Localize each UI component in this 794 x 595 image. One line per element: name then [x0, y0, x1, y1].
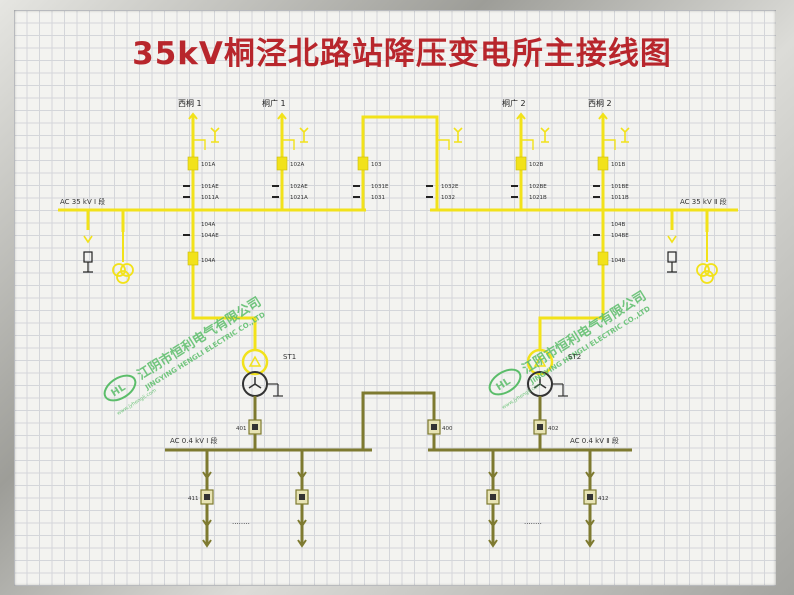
tag-1011B: 1011B — [611, 195, 629, 201]
transformer-st2[interactable] — [526, 348, 568, 397]
bus-label-hv2: AC 35 kV Ⅱ 段 — [680, 197, 727, 206]
breaker-101B[interactable] — [597, 156, 609, 171]
labels: 西桐 1 桐广 1 桐广 2 西桐 2 AC 35 kV Ⅰ 段 AC 35 k… — [60, 98, 727, 526]
tag-400: 400 — [442, 426, 453, 432]
tag-1021B: 1021B — [529, 195, 547, 201]
tag-104BE: 104BE — [611, 233, 629, 239]
tag-104A: 104A — [201, 258, 215, 264]
tag-1032: 1032 — [441, 195, 455, 201]
transformer-st1[interactable] — [241, 348, 283, 397]
watermark-right: HL 江阴市恒利电气有限公司 JINGYING HENGLI ELECTRIC … — [488, 288, 652, 411]
bus-label-lv2: AC 0.4 kV Ⅱ 段 — [570, 436, 619, 445]
tag-104B-upper: 104B — [611, 222, 625, 228]
tag-1011A: 1011A — [201, 195, 219, 201]
tag-103: 103 — [371, 162, 382, 168]
feeder-tongguang2: 桐广 2 — [502, 98, 526, 108]
breaker-101A[interactable] — [187, 156, 199, 171]
tag-1032E: 1032E — [441, 184, 459, 190]
breaker-102A[interactable] — [276, 156, 288, 171]
tag-104A-upper: 104A — [201, 222, 215, 228]
pt-group-bus2 — [667, 232, 718, 284]
earth-links — [193, 139, 616, 150]
lv-arrows — [202, 471, 595, 548]
breaker-104B[interactable] — [597, 251, 609, 266]
breaker-104A[interactable] — [187, 251, 199, 266]
dots-lv1: ........ — [232, 518, 250, 526]
tag-104B: 104B — [611, 258, 625, 264]
tag-1021A: 1021A — [290, 195, 308, 201]
tag-102AE: 102AE — [290, 184, 308, 190]
tag-102A: 102A — [290, 162, 304, 168]
tag-412: 412 — [598, 496, 609, 502]
tag-102BE: 102BE — [529, 184, 547, 190]
lv-breaker-cores — [204, 424, 593, 500]
feeder-xitong2: 西桐 2 — [588, 98, 612, 108]
dots-lv2: ........ — [524, 518, 542, 526]
tag-1031E: 1031E — [371, 184, 389, 190]
breaker-103[interactable] — [357, 156, 369, 171]
tag-104AE: 104AE — [201, 233, 219, 239]
feeder-xitong1: 西桐 1 — [178, 98, 202, 108]
tag-102B: 102B — [529, 162, 543, 168]
tag-1031: 1031 — [371, 195, 385, 201]
tag-101AE: 101AE — [201, 184, 219, 190]
page-title: 35kV桐泾北路站降压变电所主接线图 — [132, 36, 672, 72]
circuit-breakers[interactable] — [187, 156, 609, 266]
tag-411: 411 — [188, 496, 199, 502]
tag-402: 402 — [548, 426, 559, 432]
transformer-label-st2: ST2 — [568, 353, 581, 361]
bus-label-lv1: AC 0.4 kV Ⅰ 段 — [170, 436, 218, 445]
tag-401: 401 — [236, 426, 247, 432]
tag-101BE: 101BE — [611, 184, 629, 190]
tag-101B: 101B — [611, 162, 625, 168]
diagram-board — [14, 10, 776, 586]
bus-label-hv1: AC 35 kV Ⅰ 段 — [60, 197, 105, 206]
arrester-symbols — [210, 127, 630, 143]
breaker-102B[interactable] — [515, 156, 527, 171]
feeder-tongguang1: 桐广 1 — [262, 98, 286, 108]
tag-101A: 101A — [201, 162, 215, 168]
transformer-label-st1: ST1 — [283, 353, 296, 361]
lv-breakers[interactable] — [200, 419, 597, 505]
pt-group-bus1 — [83, 232, 134, 284]
disconnector-marks — [183, 185, 600, 236]
